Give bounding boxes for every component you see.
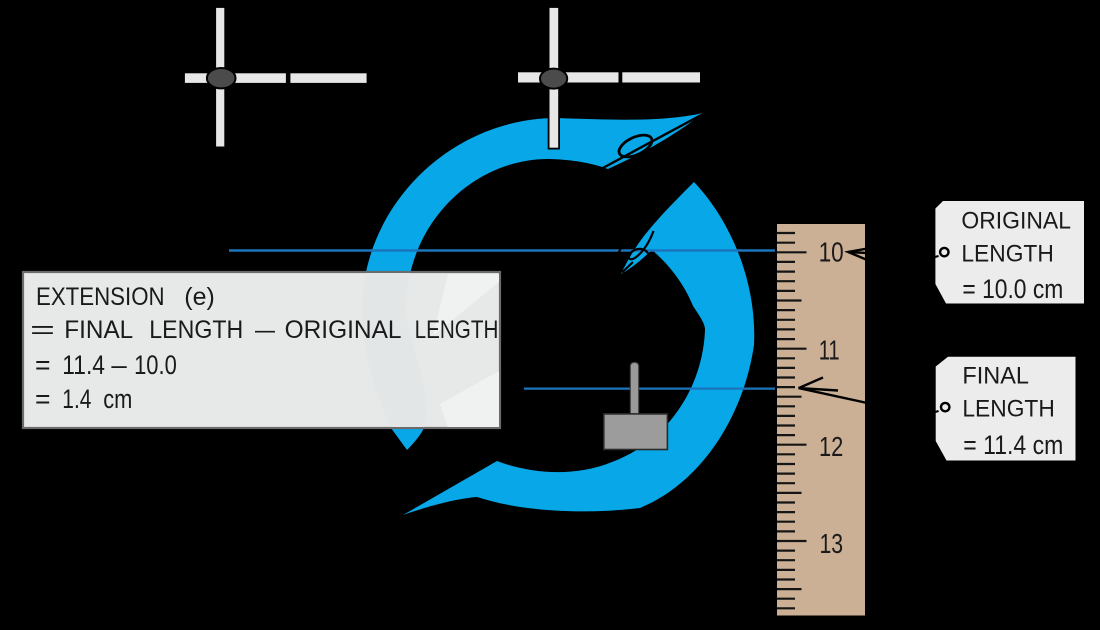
svg-text:FINAL: FINAL bbox=[64, 316, 133, 344]
svg-text:11: 11 bbox=[819, 335, 840, 366]
svg-text:10: 10 bbox=[819, 237, 844, 268]
svg-text:cm: cm bbox=[103, 384, 132, 414]
svg-text:ORIGINAL: ORIGINAL bbox=[961, 207, 1071, 234]
svg-text:EXTENSION: EXTENSION bbox=[36, 283, 165, 311]
svg-text:= 11.4 cm: = 11.4 cm bbox=[963, 430, 1063, 460]
svg-text:12: 12 bbox=[819, 431, 843, 462]
svg-text:LENGTH: LENGTH bbox=[962, 396, 1054, 423]
svg-text:=: = bbox=[35, 350, 51, 380]
svg-text:=: = bbox=[30, 316, 55, 344]
svg-text:(e): (e) bbox=[184, 283, 215, 311]
svg-text:FINAL: FINAL bbox=[962, 362, 1029, 389]
svg-text:13: 13 bbox=[820, 528, 844, 559]
svg-text:1.4: 1.4 bbox=[62, 384, 91, 414]
svg-text:10.0: 10.0 bbox=[134, 350, 177, 380]
svg-text:11.4: 11.4 bbox=[62, 350, 105, 380]
svg-text:=: = bbox=[35, 384, 51, 414]
svg-text:LENGTH: LENGTH bbox=[961, 241, 1053, 268]
svg-text:–: – bbox=[255, 316, 275, 344]
svg-text:ORIGINAL: ORIGINAL bbox=[285, 316, 402, 344]
svg-text:LENGTH: LENGTH bbox=[415, 316, 499, 344]
svg-text:= 10.0 cm: = 10.0 cm bbox=[962, 274, 1063, 304]
svg-text:–: – bbox=[111, 350, 127, 380]
svg-text:LENGTH: LENGTH bbox=[149, 316, 243, 344]
